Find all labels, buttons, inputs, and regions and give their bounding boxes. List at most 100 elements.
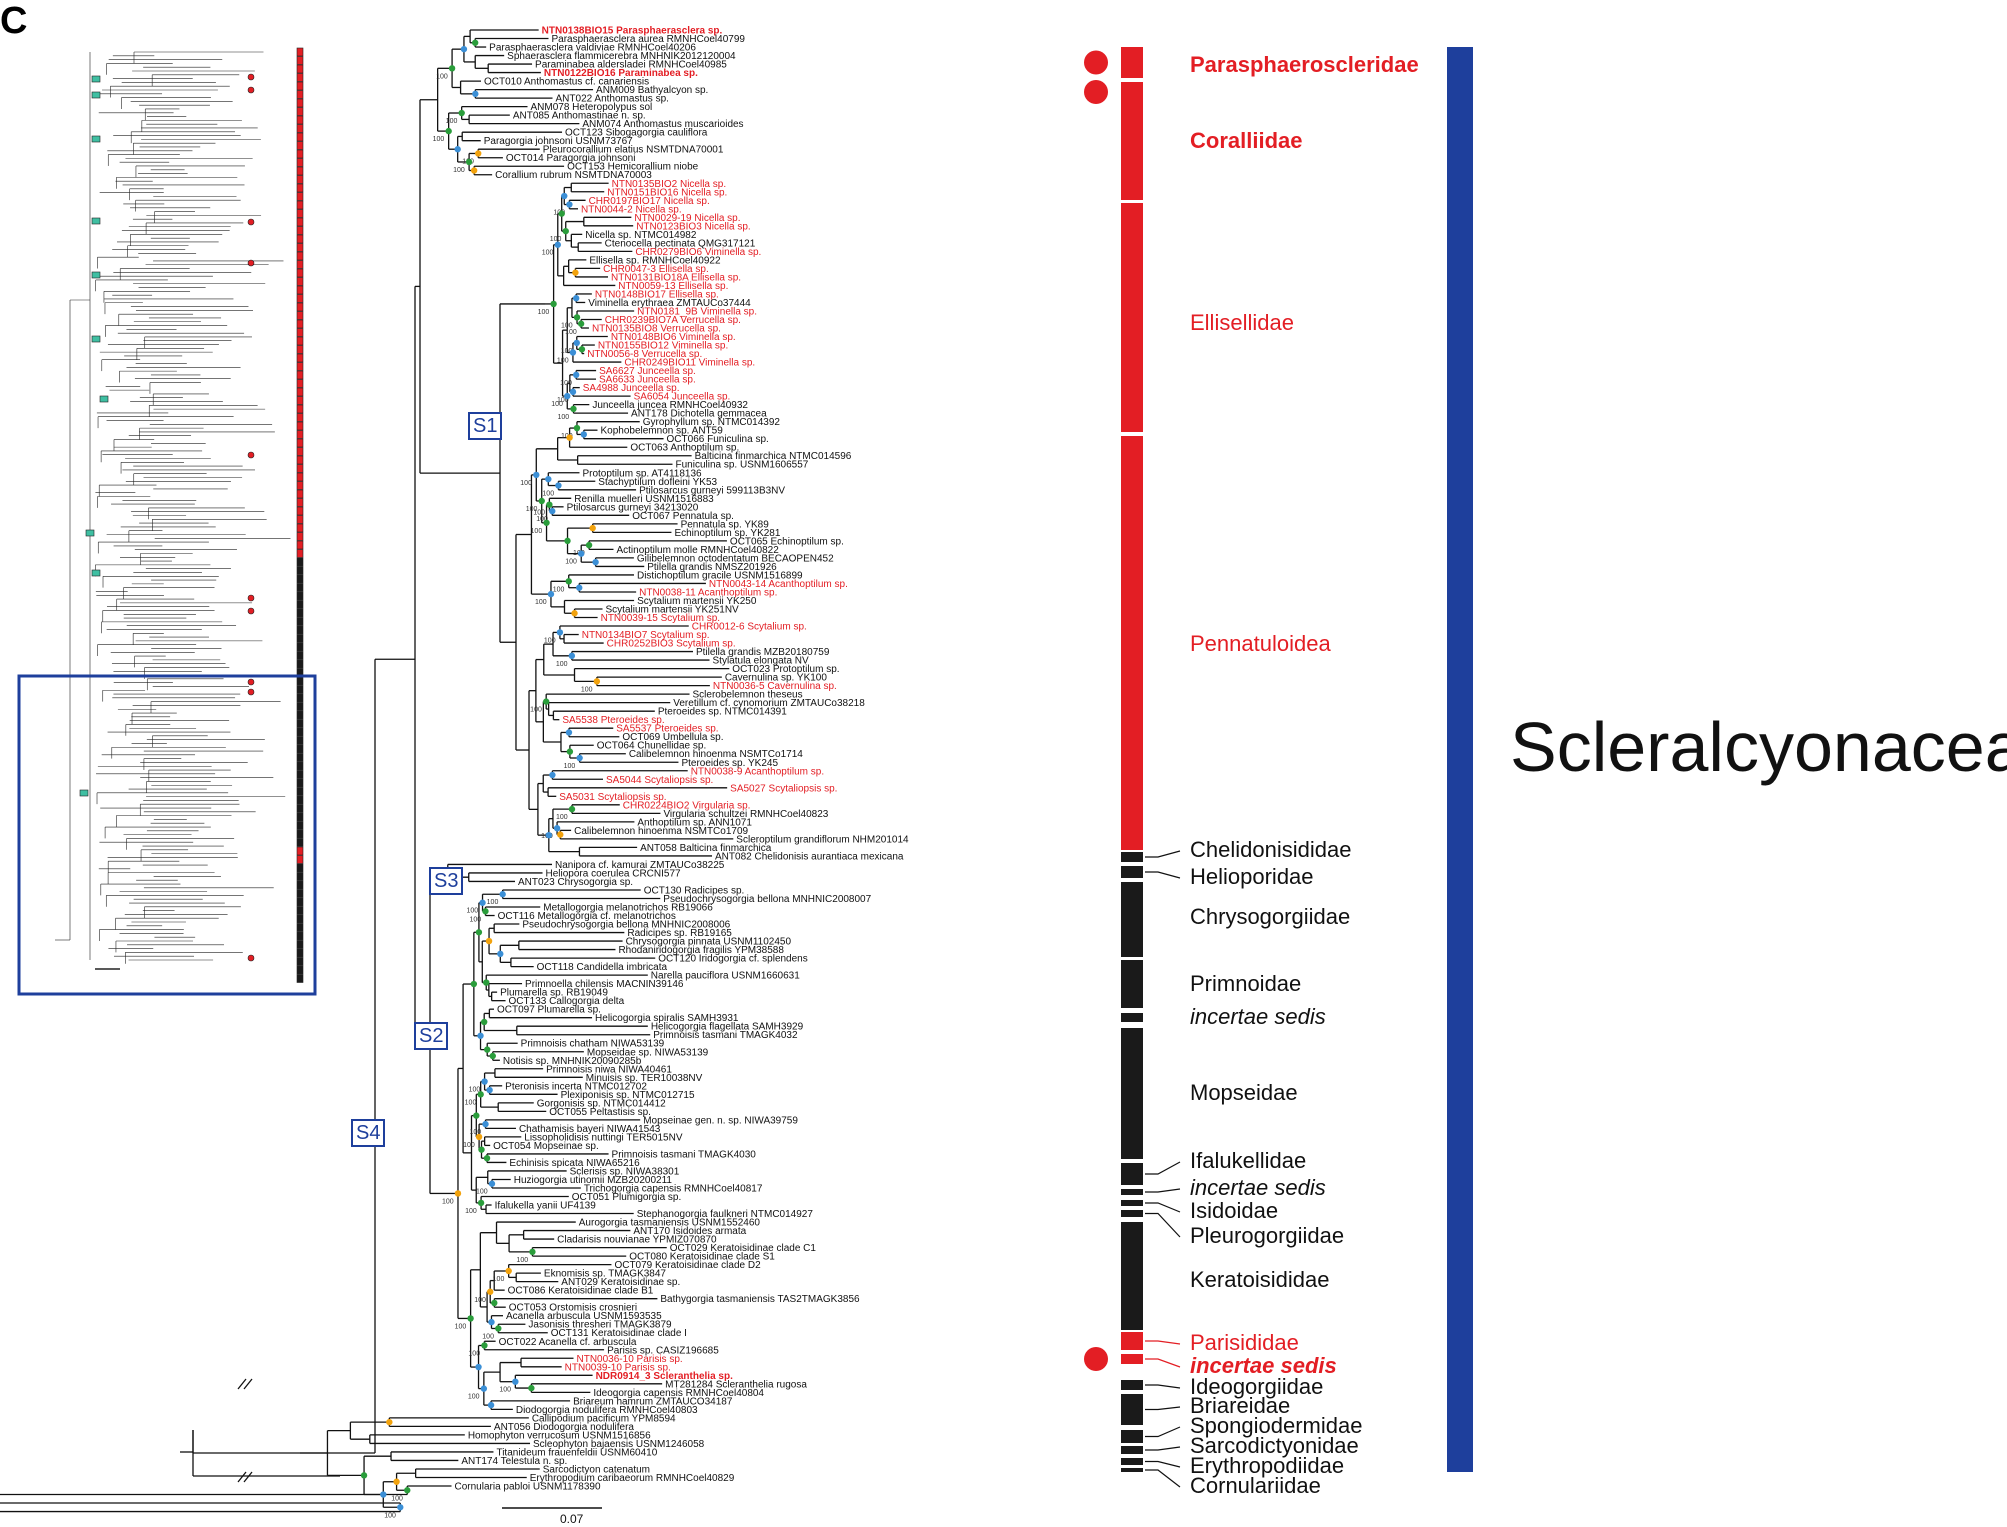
family-label: Helioporidae [1190, 864, 1314, 889]
tip-label: NTN0134BIO7 Scytalium sp. [582, 630, 710, 641]
node-label-s4: S4 [351, 1119, 386, 1147]
tip-label: Ideogorgia capensis RMNHCoel40804 [593, 1388, 764, 1399]
overview-clade-marker [91, 217, 101, 225]
node-marker [393, 1478, 400, 1485]
family-label: Pleurogorgiidae [1190, 1223, 1345, 1248]
node-marker [592, 558, 599, 566]
tip-label: NTN0131BIO18A Ellisella sp. [611, 272, 741, 283]
tip-label: Gorgonisis sp. NTMC014412 [537, 1098, 666, 1109]
tip-label: Protoptilum sp. AT4118136 [582, 468, 702, 479]
family-bar-segment [1121, 1354, 1143, 1364]
overview-bar-segment [296, 464, 304, 473]
node-marker [533, 471, 540, 479]
overview-bar-segment [296, 200, 304, 210]
node-marker [576, 754, 583, 762]
tip-label: Plexiponisis sp. NTMC012715 [561, 1090, 695, 1101]
node-marker [448, 65, 456, 72]
tip-label: Chrysogorgia pinnata USNM1102450 [626, 937, 792, 948]
tip-label: NTN0038-9 Acanthoptilum sp. [691, 766, 824, 777]
tip-label: OCT097 Plumarella sp. [497, 1005, 601, 1016]
node-marker [568, 652, 576, 660]
node-marker [573, 339, 580, 347]
overview-bar-segment [296, 702, 304, 711]
node-marker [477, 1199, 485, 1207]
overview-bar-segment [296, 574, 304, 584]
tip-label: Balticina finmarchica NTMC014596 [695, 451, 852, 462]
node-marker [486, 1288, 494, 1295]
overview-bar-segment [296, 285, 304, 295]
node-marker [458, 109, 465, 117]
family-label: Mopseidae [1190, 1080, 1298, 1105]
node-marker [549, 507, 556, 515]
overview-bar-segment [296, 64, 304, 74]
family-bar-segment [1121, 882, 1143, 957]
node-marker [558, 210, 565, 217]
tip-label: Pennatula sp. YK89 [681, 519, 770, 530]
node-marker [480, 1018, 488, 1026]
overview-bar-segment [296, 336, 304, 346]
family-bar-segment [1121, 47, 1143, 78]
overview-bar-segment [296, 642, 304, 652]
tip-label: NTN0043-14 Acanthoptilum sp. [709, 579, 848, 590]
bootstrap-value: 100 [557, 414, 569, 421]
overview-bar-segment [296, 965, 304, 975]
tip-label: OCT079 Keratoisidinae clade D2 [614, 1260, 761, 1271]
overview-bar-segment [296, 812, 304, 822]
family-color-bars [1084, 47, 1143, 1472]
overview-bar-segment [296, 625, 304, 635]
node-marker [487, 1401, 495, 1409]
node-marker [566, 434, 573, 441]
tip-label: Anthoptilum sp. ANN1071 [637, 817, 752, 828]
family-leader-line [1145, 1202, 1181, 1213]
overview-bar-segment [296, 47, 304, 57]
node-marker [564, 392, 571, 400]
family-bar-segment [1121, 1446, 1143, 1454]
family-label: Erythropodiidae [1190, 1453, 1345, 1478]
bootstrap-value: 100 [581, 686, 593, 693]
overview-bar-segment [296, 438, 304, 448]
node-marker [565, 578, 572, 585]
highlight-dot [1084, 1347, 1108, 1371]
tip-label: NTN0151BIO16 Nicella sp. [607, 187, 727, 198]
bootstrap-value: 100 [453, 167, 465, 174]
bootstrap-value: 100 [516, 1257, 528, 1264]
family-leader-line [1145, 850, 1181, 858]
overview-bar-segment [296, 855, 304, 864]
tip-label: Plumarella sp. RB19049 [500, 988, 608, 999]
overview-tree-thumbnail [55, 47, 304, 983]
overview-bar-segment [296, 404, 304, 414]
tree-branches [0, 29, 734, 1513]
tip-label: Helicogorgia spiralis SAMH3931 [595, 1013, 739, 1024]
family-leader-line [1145, 1406, 1181, 1411]
tip-label: Ptilosarcus gurneyi 34213020 [567, 502, 699, 513]
overview-clade-marker [91, 569, 101, 577]
tip-label: OCT063 Anthoptilum sp. [630, 443, 739, 454]
tip-label: Mopseidae sp. NIWA53139 [587, 1047, 709, 1058]
overview-bar-segment [296, 897, 304, 907]
overview-bar-segment [296, 753, 304, 762]
tip-label: Briareum hamrum ZMTAUCO34187 [573, 1396, 733, 1407]
tip-label: Ctenocella pectinata QMG317121 [605, 238, 756, 249]
tip-label: NTN0148BIO6 Viminella sp. [611, 332, 736, 343]
tip-label: SA5044 Scytaliopsis sp. [606, 775, 713, 786]
tip-label: Virgularia schultzei RMNHCoel40823 [663, 809, 828, 820]
overview-clade-marker [99, 395, 109, 403]
overview-bar-segment [296, 804, 304, 813]
tip-label: CHR0279BIO6 Viminella sp. [635, 247, 761, 258]
node-marker [473, 1112, 480, 1119]
overview-bar-segment [296, 98, 304, 108]
tip-label: OCT130 Radicipes sp. [644, 885, 745, 896]
tip-label: OCT051 Plumigorgia sp. [572, 1192, 682, 1203]
bootstrap-value: 100 [561, 348, 573, 355]
overview-clade-marker [79, 789, 89, 797]
overview-bar-segment [296, 353, 304, 363]
bootstrap-value: 100 [520, 480, 532, 487]
family-label: Pennatuloidea [1190, 631, 1331, 656]
bootstrap-value: 100 [487, 899, 499, 906]
family-label: Chelidonisididae [1190, 837, 1352, 862]
overview-clade-marker [91, 271, 101, 279]
family-bar-segment [1121, 82, 1143, 200]
node-label-s2: S2 [414, 1022, 449, 1050]
node-marker [543, 519, 550, 526]
